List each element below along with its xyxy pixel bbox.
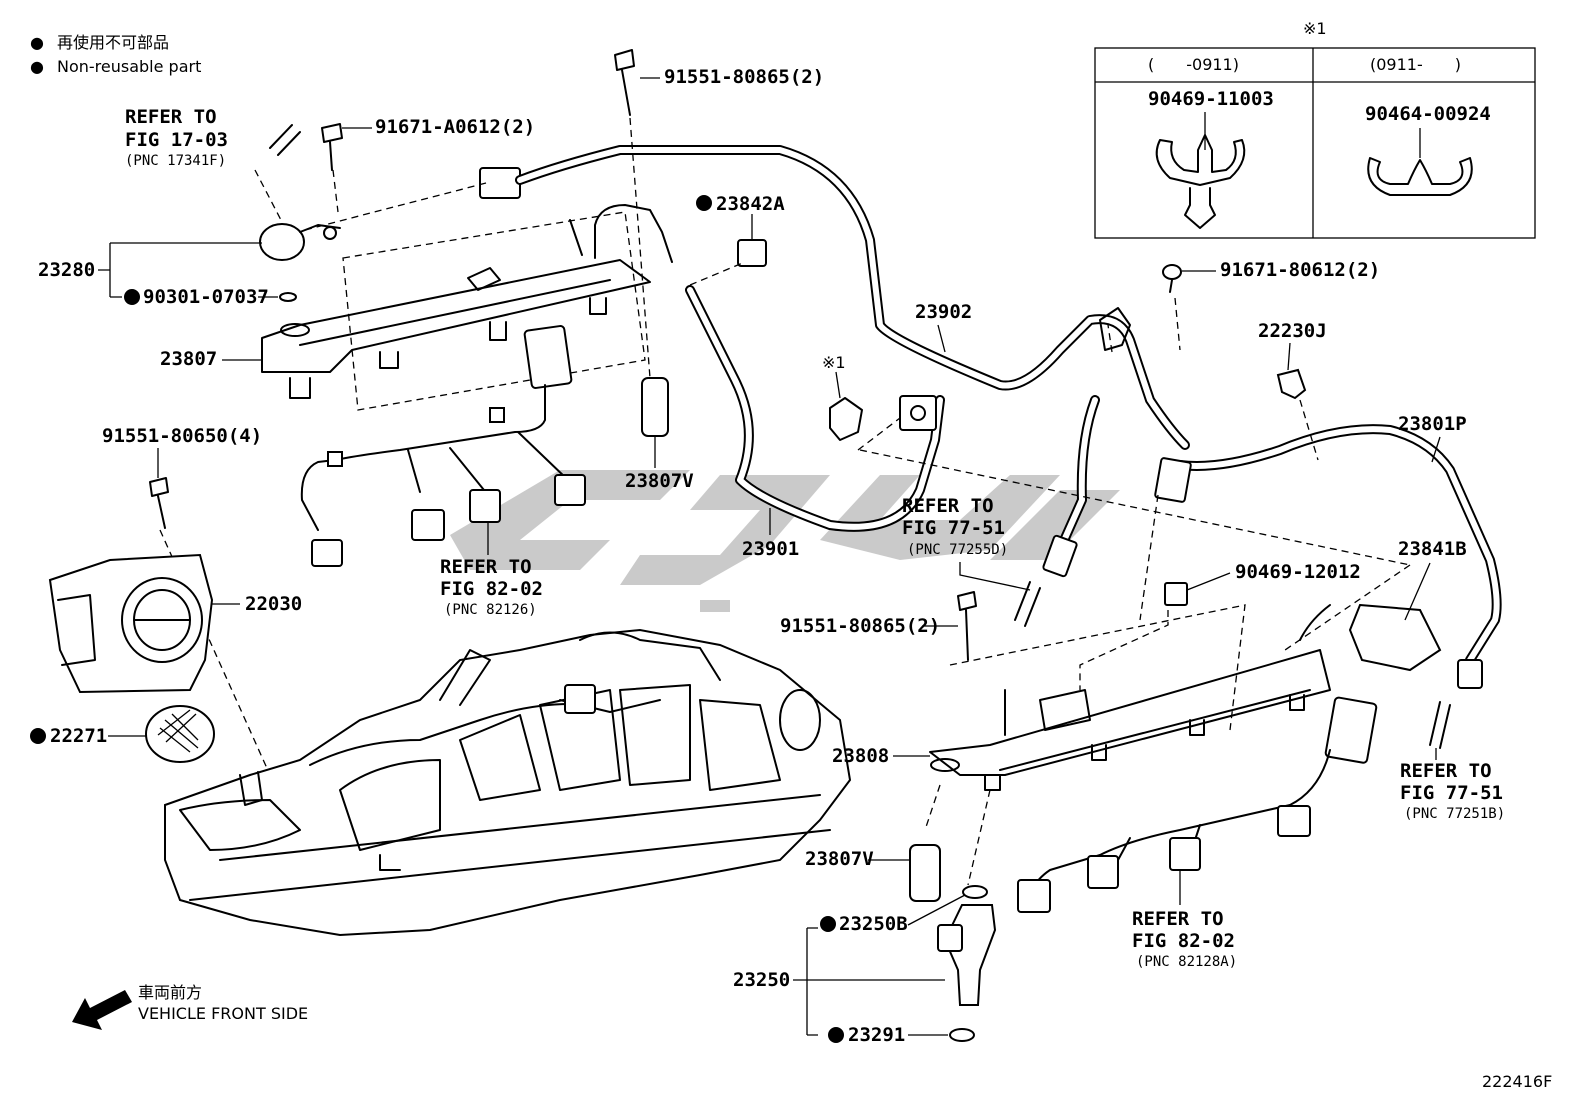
label-22271: 22271 — [50, 725, 107, 747]
figure-id: 222416F — [1482, 1072, 1552, 1091]
legend-marker-jp: ● — [30, 33, 44, 52]
fuel-tubes — [515, 145, 1502, 689]
label-23291: 23291 — [848, 1024, 905, 1046]
ref-8202a-line3: (PNC 82126) — [444, 602, 537, 618]
intake-manifold — [164, 628, 852, 937]
label-23280: 23280 — [38, 259, 95, 281]
label-23250: 23250 — [733, 969, 790, 991]
label-23901: 23901 — [742, 538, 799, 560]
clip-90464-00924-icon — [1367, 157, 1473, 196]
label-23807V-bot: 23807V — [805, 848, 874, 870]
ref-1703-line1: REFER TO — [125, 106, 217, 128]
label-23902: 23902 — [915, 301, 972, 323]
clip-90469-11003-icon — [1155, 134, 1246, 229]
install-lines — [159, 117, 1411, 886]
fuel-rail-lower — [909, 582, 1442, 1042]
label-22030: 22030 — [245, 593, 302, 615]
legend-text-jp: 再使用不可部品 — [57, 33, 169, 52]
ref-7751b-line1: REFER TO — [1400, 760, 1492, 782]
front-text-jp: 車両前方 — [138, 983, 202, 1002]
ref-7751a-line2: FIG 77-51 — [902, 517, 1005, 539]
label-91551-80865-top: 91551-80865(2) — [664, 66, 824, 88]
label-23250B: 23250B — [839, 913, 908, 935]
inset-col1-part: 90469-11003 — [1148, 88, 1274, 110]
ref-7751b-line2: FIG 77-51 — [1400, 782, 1503, 804]
label-note-x1: ※1 — [822, 353, 846, 372]
ref-1703-line3: (PNC 17341F) — [125, 153, 226, 169]
label-23807V-top: 23807V — [625, 470, 694, 492]
label-23808: 23808 — [832, 745, 889, 767]
label-91551-80865-mid: 91551-80865(2) — [780, 615, 940, 637]
fuel-rail-upper — [259, 49, 767, 567]
ref-8202b-line2: FIG 82-02 — [1132, 930, 1235, 952]
ref-8202a-line2: FIG 82-02 — [440, 578, 543, 600]
legend: ● 再使用不可部品 ● Non-reusable part — [30, 33, 201, 76]
front-text-en: VEHICLE FRONT SIDE — [138, 1004, 308, 1023]
inset-col2-range: (0911- ) — [1370, 55, 1461, 74]
ref-8202a-line1: REFER TO — [440, 556, 532, 578]
legend-text-en: Non-reusable part — [57, 57, 201, 76]
vehicle-front-indicator: 車両前方 VEHICLE FRONT SIDE — [72, 983, 308, 1030]
label-90469-12012: 90469-12012 — [1235, 561, 1361, 583]
harness-connector-1 — [411, 509, 445, 541]
pressure-sensor-23280 — [259, 223, 305, 261]
inset-box: ※1 ( -0911) (0911- ) 90469-11003 90464-0… — [1094, 19, 1536, 239]
ref-1703-line2: FIG 17-03 — [125, 129, 228, 151]
legend-marker-en: ● — [30, 57, 44, 76]
inset-col2-part: 90464-00924 — [1365, 103, 1491, 125]
ref-7751b-line3: (PNC 77251B) — [1404, 806, 1505, 822]
front-arrow-icon — [72, 990, 132, 1030]
label-91551-80650: 91551-80650(4) — [102, 425, 262, 447]
ref-7751a-line1: REFER TO — [902, 495, 994, 517]
inset-note: ※1 — [1303, 19, 1327, 38]
label-22230J: 22230J — [1258, 320, 1327, 342]
inset-frame — [1094, 47, 1536, 239]
ref-8202b-line1: REFER TO — [1132, 908, 1224, 930]
label-23807: 23807 — [160, 348, 217, 370]
ref-8202b-line3: (PNC 82128A) — [1136, 954, 1237, 970]
inset-col1-range: ( -0911) — [1148, 55, 1239, 74]
ref-7751a-line3: (PNC 77255D) — [907, 542, 1008, 558]
label-23801P: 23801P — [1398, 413, 1467, 435]
label-23842A: 23842A — [716, 193, 785, 215]
label-91671-A0612: 91671-A0612(2) — [375, 116, 535, 138]
label-90301-07037: 90301-07037 — [143, 286, 269, 308]
label-23841B: 23841B — [1398, 538, 1467, 560]
throttle-body — [48, 477, 215, 763]
label-91671-80612: 91671-80612(2) — [1220, 259, 1380, 281]
part-labels: 91551-80865(2) 91671-A0612(2) REFER TO F… — [30, 66, 1505, 1046]
